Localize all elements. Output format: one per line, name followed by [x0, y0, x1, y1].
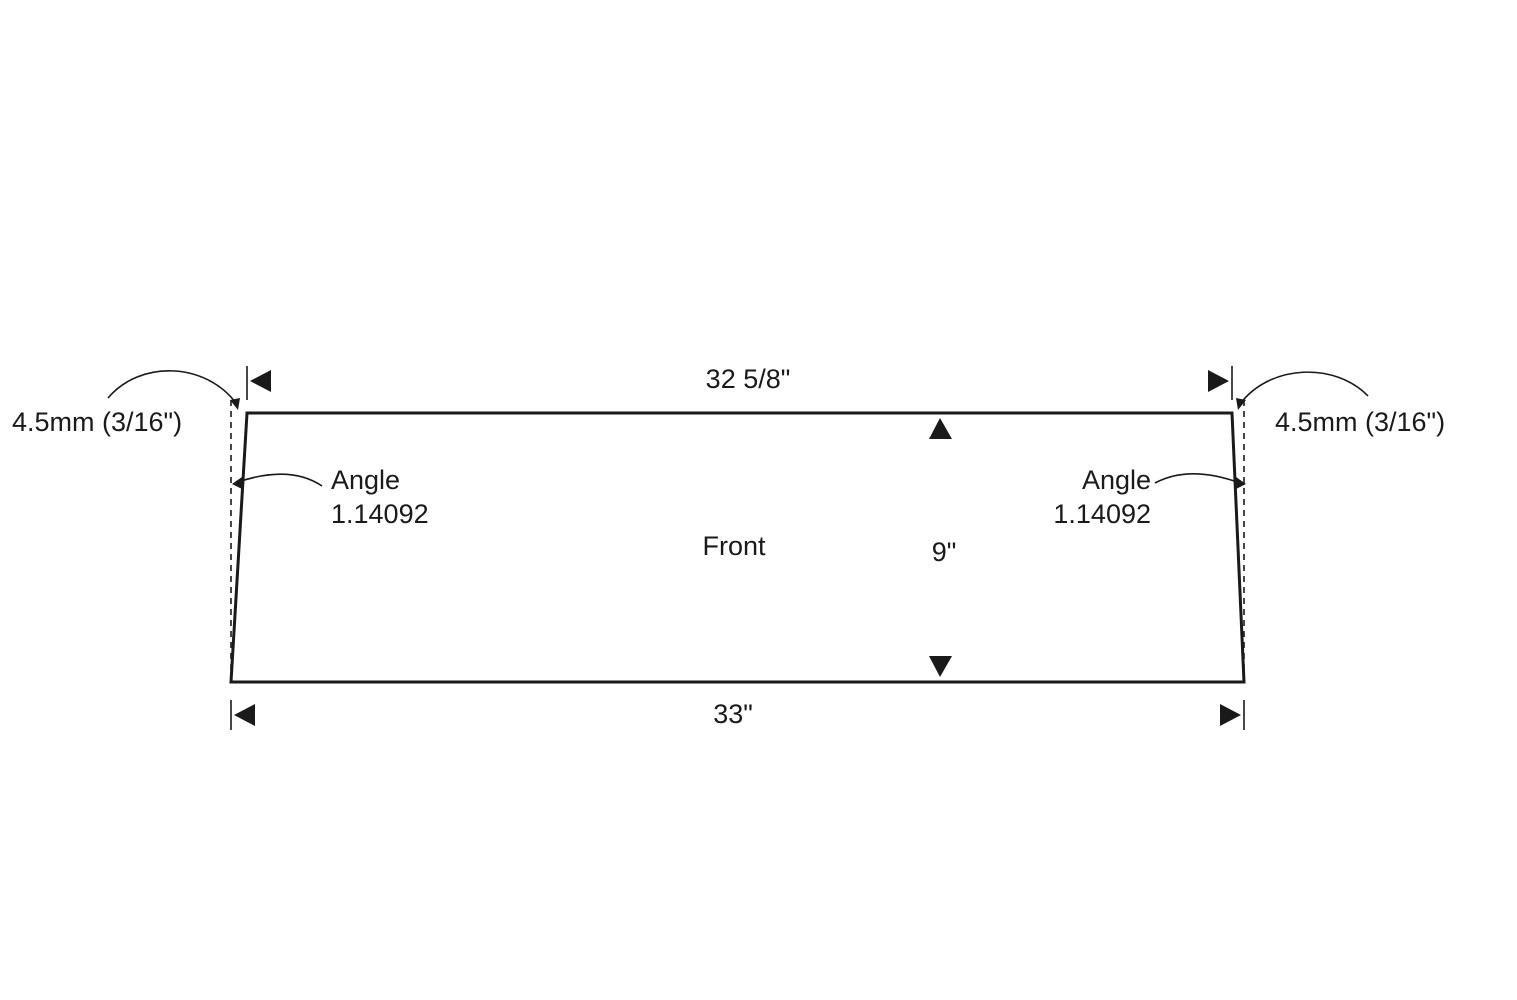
left-angle-leader-arrow-icon [232, 477, 242, 489]
right-angle-label: Angle [1082, 465, 1151, 495]
height-down-arrow-icon [929, 656, 952, 677]
top-width-right-arrow-icon [1208, 370, 1229, 392]
left-offset-leader [107, 370, 237, 404]
left-angle-value: 1.14092 [331, 499, 429, 529]
right-offset-label: 4.5mm (3/16") [1275, 407, 1445, 437]
top-width-left-arrow-icon [250, 370, 271, 392]
right-angle-leader-arrow-icon [1236, 477, 1246, 489]
height-up-arrow-icon [929, 418, 952, 439]
left-angle-leader [237, 473, 323, 487]
right-angle-leader [1154, 472, 1241, 484]
right-offset-leader-arrow-icon [1236, 398, 1246, 410]
right-angle-value: 1.14092 [1053, 499, 1151, 529]
top-width-label: 32 5/8" [706, 364, 791, 394]
front-panel-outline [229, 411, 1246, 684]
left-offset-leader-arrow-icon [230, 398, 240, 410]
left-offset-label: 4.5mm (3/16") [12, 407, 182, 437]
bottom-width-label: 33" [713, 699, 753, 729]
bottom-width-right-arrow-icon [1220, 704, 1241, 726]
right-offset-leader [1239, 371, 1369, 405]
left-angle-label: Angle [331, 465, 400, 495]
bottom-width-left-arrow-icon [234, 704, 255, 726]
height-label: 9" [932, 537, 957, 567]
panel-name-label: Front [702, 531, 766, 561]
